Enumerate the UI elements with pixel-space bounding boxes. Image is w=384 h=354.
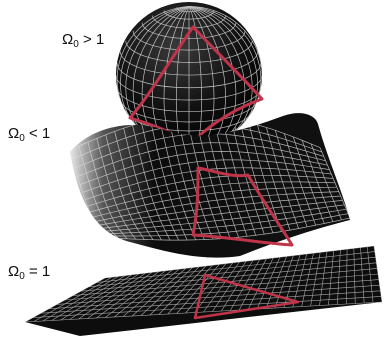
omega-equals-one-label: Ω0 = 1 <box>8 264 50 282</box>
saddle-surface <box>70 113 350 257</box>
omega-greater-than-one-label: Ω0 > 1 <box>62 32 104 50</box>
flat-plane-surface <box>25 246 382 336</box>
omega-less-than-one-label: Ω0 < 1 <box>8 126 50 144</box>
